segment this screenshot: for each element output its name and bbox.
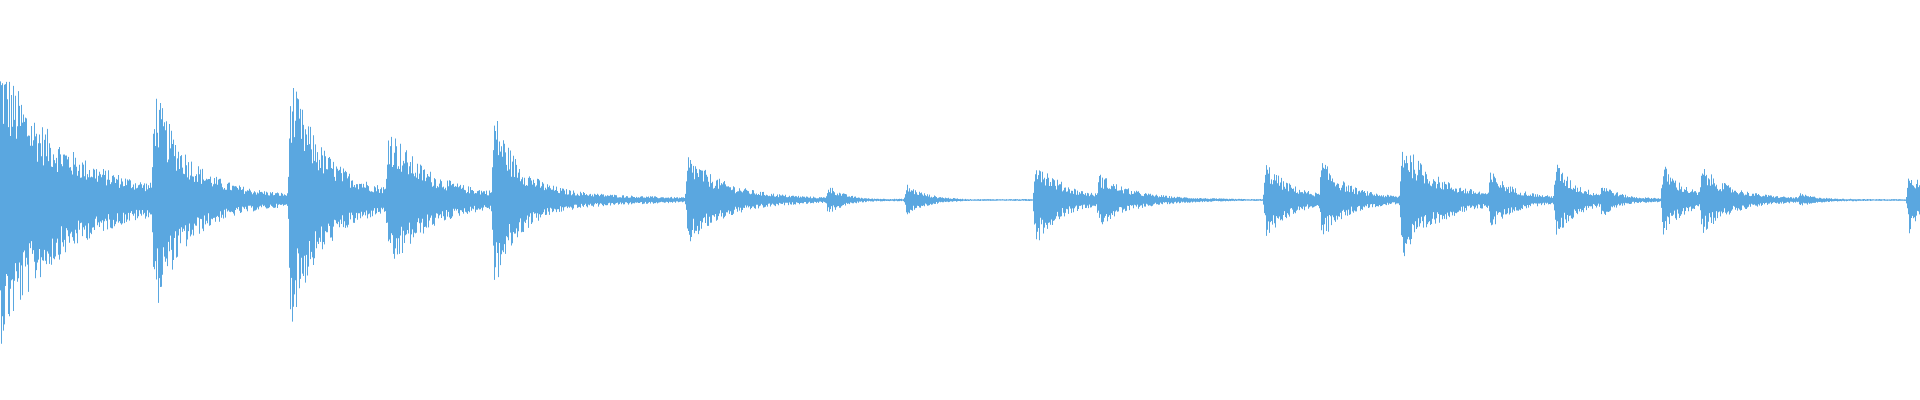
waveform-samples <box>0 81 1920 344</box>
waveform-path <box>0 81 1920 344</box>
